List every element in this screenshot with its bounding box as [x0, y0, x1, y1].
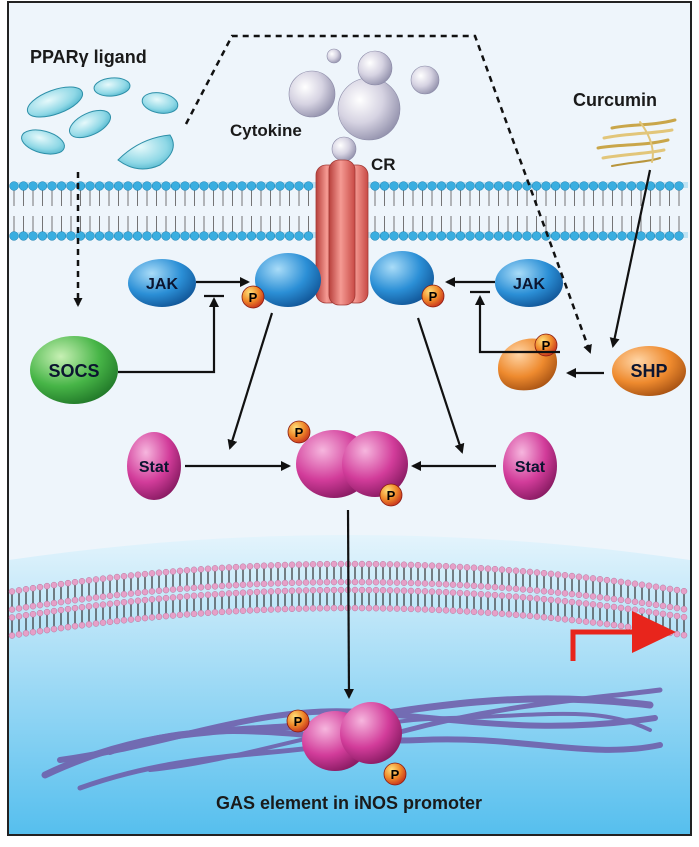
ppar-ligand-label: PPARγ ligand	[30, 47, 147, 67]
stat-left	[127, 432, 181, 500]
curcumin-label: Curcumin	[573, 90, 657, 110]
cytokine-label: Cytokine	[230, 121, 302, 140]
jak-left-label: JAK	[146, 276, 178, 293]
phosphate-jak-right: P	[421, 284, 445, 308]
transcription-arrow	[570, 611, 676, 661]
phosphate-nuclear-dimer-top: P	[286, 709, 310, 733]
socs-label: SOCS	[48, 361, 99, 381]
stat-right	[503, 432, 557, 500]
stat-dimer-cytoplasm	[296, 430, 408, 498]
jak-left	[128, 259, 196, 307]
jak-right-label: JAK	[513, 276, 545, 293]
phosphate-nuclear-dimer-bottom: P	[383, 762, 407, 786]
stat-dimer-nucleus	[302, 702, 402, 771]
stat-right-label: Stat	[515, 459, 546, 476]
nuclear-membrane	[8, 560, 688, 639]
signaling-arrows	[118, 169, 652, 699]
shp	[612, 346, 686, 396]
socs	[30, 336, 118, 404]
svg-text:P: P	[391, 767, 400, 782]
plasma-membrane	[9, 181, 688, 241]
phosphate-jak-left: P	[241, 285, 265, 309]
phosphate-shp-substrate: P	[534, 333, 558, 357]
svg-text:P: P	[387, 488, 396, 503]
inhibition-bars	[204, 290, 490, 298]
shp-label: SHP	[630, 361, 667, 381]
receptor-bound-jak-right	[370, 251, 434, 305]
phosphate-dimer-bottom: P	[379, 483, 403, 507]
cytokine-receptor	[315, 159, 369, 306]
ppar-ligand-particles	[21, 77, 179, 170]
gas-element-label: GAS element in iNOS promoter	[216, 793, 482, 813]
jak-right	[495, 259, 563, 307]
cytokine-bubbles	[288, 48, 440, 162]
svg-text:P: P	[249, 290, 258, 305]
svg-text:P: P	[429, 289, 438, 304]
ppar-dashed-path	[73, 34, 592, 354]
curcumin-compound	[596, 118, 677, 167]
svg-text:P: P	[542, 338, 551, 353]
stat-left-label: Stat	[139, 459, 170, 476]
receptor-bound-jak-left	[255, 253, 321, 307]
svg-text:P: P	[295, 425, 304, 440]
svg-text:P: P	[294, 714, 303, 729]
receptor-label: CR	[371, 155, 396, 174]
phosphate-dimer-top: P	[287, 420, 311, 444]
